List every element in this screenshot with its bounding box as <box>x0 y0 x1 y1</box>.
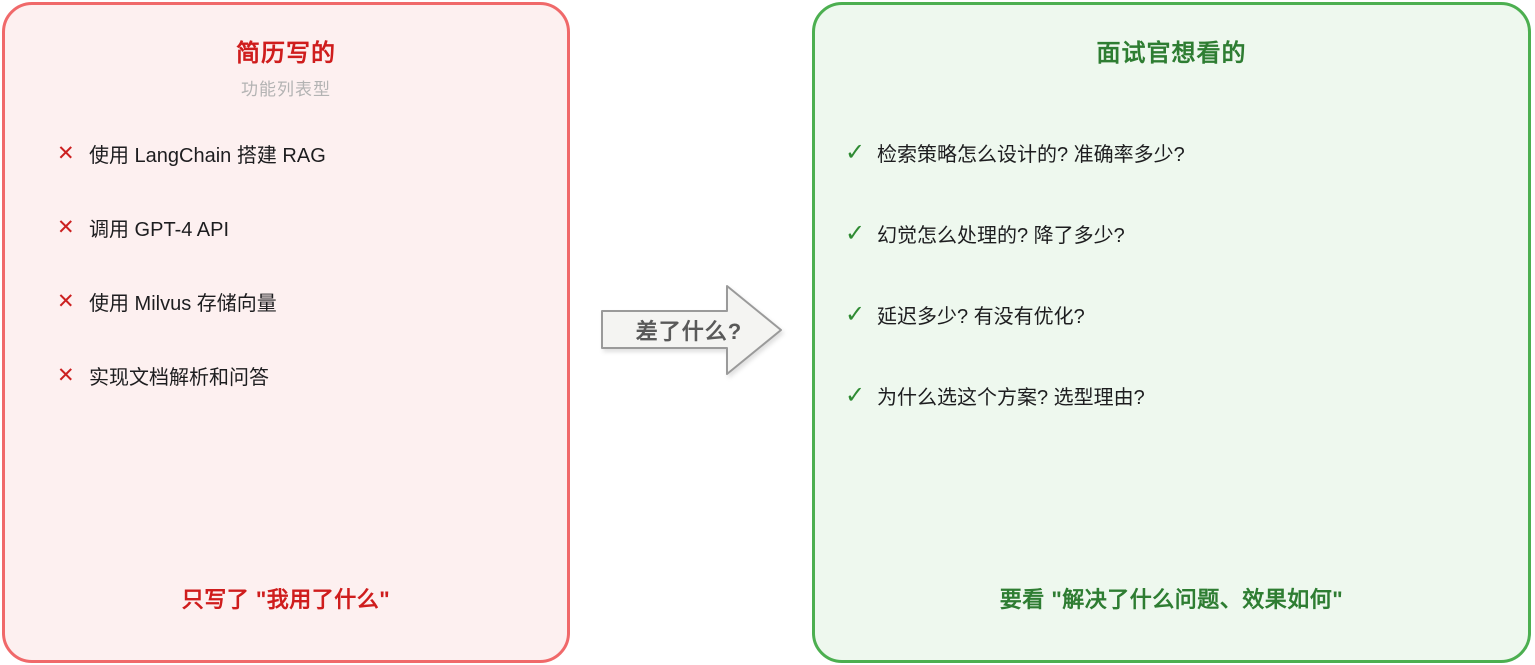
cross-icon: ✕ <box>57 363 75 387</box>
resume-panel-subtitle: 功能列表型 <box>241 80 331 99</box>
arrow-shape <box>601 285 782 375</box>
list-item: ✕ 使用 LangChain 搭建 RAG <box>57 141 326 167</box>
check-icon: ✓ <box>845 300 866 328</box>
list-item-text: 实现文档解析和问答 <box>89 366 269 389</box>
list-item-text: 幻觉怎么处理的? 降了多少? <box>877 224 1125 247</box>
interviewer-panel-title: 面试官想看的 <box>1096 40 1247 67</box>
list-item: ✓ 幻觉怎么处理的? 降了多少? <box>845 220 1185 247</box>
resume-panel-title: 简历写的 <box>236 40 336 67</box>
list-item-text: 调用 GPT-4 API <box>89 218 230 241</box>
list-item: ✓ 为什么选这个方案? 选型理由? <box>845 382 1185 409</box>
arrow-polygon <box>602 286 781 374</box>
check-icon: ✓ <box>845 381 866 409</box>
list-item: ✕ 实现文档解析和问答 <box>57 363 326 389</box>
check-icon: ✓ <box>845 138 866 166</box>
list-item-text: 检索策略怎么设计的? 准确率多少? <box>877 143 1185 166</box>
resume-item-list: ✕ 使用 LangChain 搭建 RAG ✕ 调用 GPT-4 API ✕ 使… <box>57 142 326 438</box>
arrow-outline <box>601 285 782 375</box>
resume-panel: 简历写的 功能列表型 ✕ 使用 LangChain 搭建 RAG ✕ 调用 GP… <box>2 2 570 663</box>
arrow-label: 差了什么? <box>635 319 743 344</box>
list-item: ✕ 使用 Milvus 存储向量 <box>57 289 326 315</box>
list-item: ✓ 延迟多少? 有没有优化? <box>845 301 1185 328</box>
list-item-text: 使用 LangChain 搭建 RAG <box>89 144 326 167</box>
cross-icon: ✕ <box>57 141 75 165</box>
interviewer-item-list: ✓ 检索策略怎么设计的? 准确率多少? ✓ 幻觉怎么处理的? 降了多少? ✓ 延… <box>845 139 1185 465</box>
check-icon: ✓ <box>845 219 866 247</box>
cross-icon: ✕ <box>57 289 75 313</box>
resume-panel-footer: 只写了 "我用了什么" <box>181 587 391 612</box>
interviewer-panel-footer: 要看 "解决了什么问题、效果如何" <box>999 587 1344 612</box>
cross-icon: ✕ <box>57 215 75 239</box>
list-item: ✕ 调用 GPT-4 API <box>57 215 326 241</box>
list-item-text: 使用 Milvus 存储向量 <box>89 292 277 315</box>
gap-arrow: 差了什么? <box>601 285 783 375</box>
interviewer-panel: 面试官想看的 ✓ 检索策略怎么设计的? 准确率多少? ✓ 幻觉怎么处理的? 降了… <box>812 2 1531 663</box>
list-item-text: 延迟多少? 有没有优化? <box>877 305 1085 328</box>
list-item-text: 为什么选这个方案? 选型理由? <box>877 386 1145 409</box>
list-item: ✓ 检索策略怎么设计的? 准确率多少? <box>845 139 1185 166</box>
